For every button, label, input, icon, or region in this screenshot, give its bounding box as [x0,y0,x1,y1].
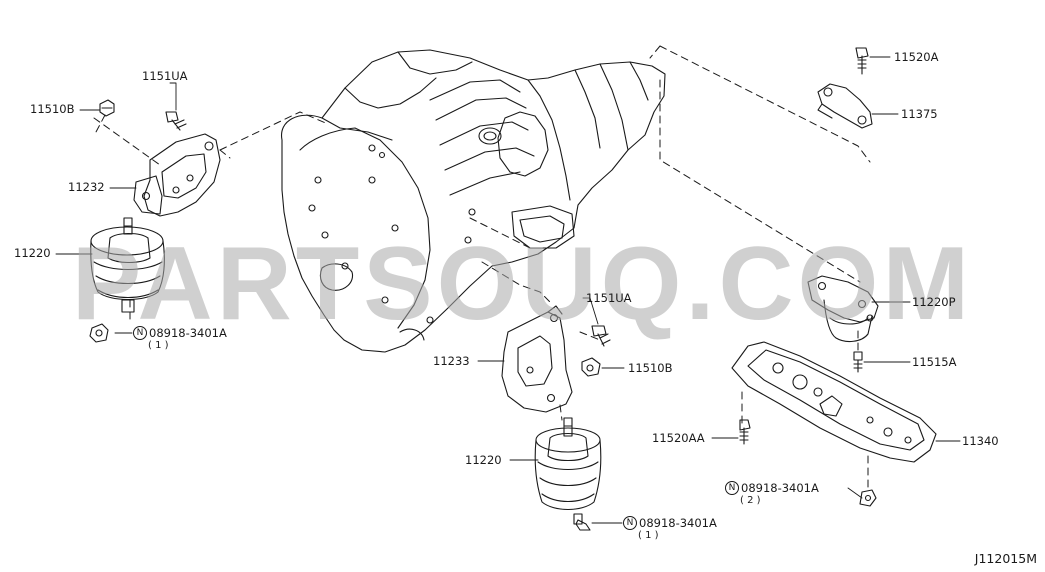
callout-11520aa[interactable]: 11520AA [652,431,705,445]
n-symbol-left: N [133,326,147,340]
callout-11220-bottom[interactable]: 11220 [465,453,502,467]
bracket-11232 [133,133,221,217]
engine-mount-left [90,217,165,313]
engine-mount-bottom [534,417,602,531]
n-symbol-bottom: N [623,516,637,530]
callout-11375[interactable]: 11375 [901,107,938,121]
transmission-mount-11220p [807,275,879,373]
callout-08918-bottom-quantity: ( 1 ) [638,530,659,541]
callout-11220-left[interactable]: 11220 [14,246,51,260]
callout-11520a[interactable]: 11520A [894,50,939,64]
callout-11340[interactable]: 11340 [962,434,999,448]
callout-1151ua-mid[interactable]: 1151UA [586,291,632,305]
callout-11220p[interactable]: 11220P [912,295,956,309]
callout-11233[interactable]: 11233 [433,354,470,368]
fasteners-center [581,325,611,377]
callout-11510b-top[interactable]: 11510B [30,102,75,116]
callout-08918-left-quantity: ( 1 ) [148,340,169,351]
callout-08918-3401a-left[interactable]: 08918-3401A [149,326,227,340]
diagram-code: J112015M [974,551,1037,566]
leader-lines [55,56,961,524]
callout-08918-right-quantity: ( 2 ) [740,495,761,506]
engine-transmission-assembly [281,49,666,353]
callout-08918-3401a-right[interactable]: 08918-3401A [741,481,819,495]
fasteners-top-left [89,99,187,343]
callout-11232[interactable]: 11232 [68,180,105,194]
reference-dashed-lines [93,45,871,493]
callout-08918-3401a-bottom[interactable]: 08918-3401A [639,516,717,530]
callout-1151ua-top[interactable]: 1151UA [142,69,188,83]
callout-11510b-mid[interactable]: 11510B [628,361,673,375]
crossmember-11340 [731,341,937,507]
callout-11515a[interactable]: 11515A [912,355,957,369]
bracket-11233 [501,305,573,413]
bracket-11375 [817,47,873,129]
n-symbol-right: N [725,481,739,495]
